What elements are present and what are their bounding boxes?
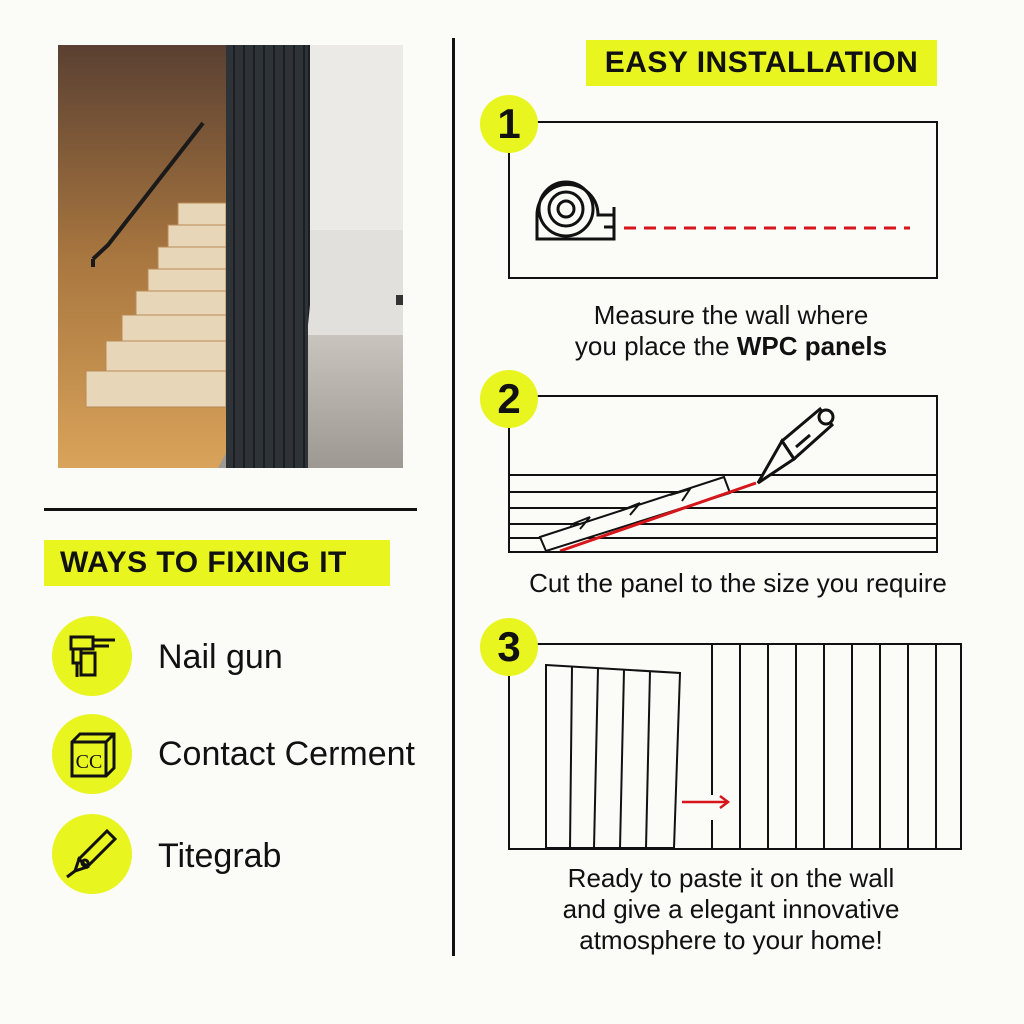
utility-knife-icon [756, 406, 835, 485]
step-1-caption-line2: you place the [574, 331, 737, 361]
step-2-caption: Cut the panel to the size you require [529, 568, 947, 598]
step-1-caption-bold: WPC panels [736, 331, 888, 361]
arrow-right-icon [682, 795, 731, 809]
tape-measure-icon [535, 180, 616, 241]
step-1-caption: Measure the wall where you place the WPC… [508, 300, 954, 362]
nail-gun-icon [52, 616, 132, 696]
loose-wall-panel [545, 663, 682, 849]
easy-installation-title: EASY INSTALLATION [586, 40, 937, 86]
step-1-panel [508, 121, 938, 279]
step-3-caption: Ready to paste it on the wall and give a… [508, 863, 954, 956]
method-label-titegrab: Titegrab [158, 837, 282, 875]
adhesive-tube-icon [52, 814, 132, 894]
contact-cement-icon: CC [52, 714, 132, 794]
vertical-divider [452, 38, 455, 956]
step-3-number: 3 [480, 618, 538, 676]
cut-panel-strip [538, 475, 732, 553]
contact-cement-icon-text: CC [76, 751, 103, 773]
step-1-number: 1 [480, 95, 538, 153]
method-label-nail-gun: Nail gun [158, 638, 283, 676]
ways-to-fix-title: WAYS TO FIXING IT [44, 540, 390, 586]
step-3-panel [508, 643, 962, 850]
step-2-number: 2 [480, 370, 538, 428]
step-3-caption-line3: atmosphere to your home! [579, 925, 883, 955]
step-2-panel [508, 395, 938, 553]
step-3-caption-line2: and give a elegant innovative [562, 894, 900, 924]
horizontal-divider [44, 508, 417, 511]
step-1-caption-line1: Measure the wall where [593, 300, 869, 330]
method-label-contact-cement: Contact Cerment [158, 735, 415, 773]
step-3-caption-line1: Ready to paste it on the wall [567, 863, 895, 893]
staircase-photo [58, 45, 403, 468]
